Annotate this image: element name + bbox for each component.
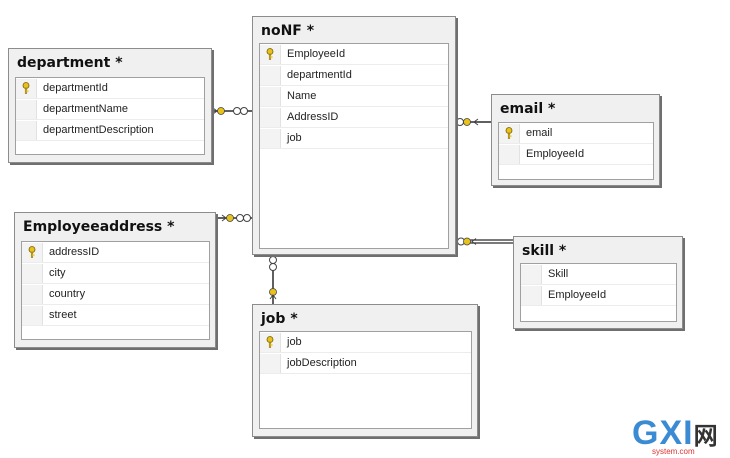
column-name: jobDescription	[287, 357, 357, 369]
infinity-endpoint-icon	[233, 107, 241, 115]
relationship-nonf-job[interactable]	[269, 255, 277, 304]
row-selector	[16, 99, 37, 119]
row-selector	[499, 144, 520, 164]
row-selector	[22, 305, 43, 325]
column-list: EmployeeId departmentId Name AddressID j…	[259, 43, 449, 249]
primary-key-icon	[16, 78, 37, 98]
row-selector	[22, 284, 43, 304]
column-row[interactable]: job	[260, 128, 448, 149]
column-name: Name	[287, 90, 317, 102]
column-name: Skill	[548, 268, 569, 280]
key-endpoint-icon	[463, 237, 471, 246]
watermark-logo: GXI网 system.com	[632, 416, 730, 456]
column-row[interactable]: street	[22, 305, 209, 326]
column-name: departmentDescription	[43, 124, 154, 136]
watermark-brand: GXI网	[632, 414, 719, 452]
row-selector	[521, 285, 542, 305]
primary-key-icon	[22, 242, 43, 262]
key-endpoint-icon	[217, 107, 225, 115]
infinity-endpoint-icon	[269, 256, 277, 264]
table-title[interactable]: noNF *	[261, 23, 315, 39]
column-row[interactable]: email	[499, 123, 653, 144]
column-name: country	[49, 288, 86, 300]
row-selector	[260, 107, 281, 127]
row-selector	[260, 353, 281, 373]
column-name: EmployeeId	[548, 289, 607, 301]
column-row[interactable]: departmentId	[260, 65, 448, 86]
key-endpoint-icon	[226, 214, 234, 222]
column-list: Skill EmployeeId	[520, 263, 677, 322]
column-name: departmentName	[43, 103, 128, 115]
column-list: job jobDescription	[259, 331, 472, 429]
row-selector	[260, 128, 281, 148]
table-title[interactable]: skill *	[522, 243, 567, 259]
column-row[interactable]: AddressID	[260, 107, 448, 128]
row-selector	[260, 86, 281, 106]
column-row[interactable]: Skill	[521, 264, 676, 285]
column-name: city	[49, 267, 66, 279]
column-row[interactable]: addressID	[22, 242, 209, 263]
column-list: addressID city country street	[21, 241, 210, 340]
table-email[interactable]: email * email EmployeeId	[491, 94, 660, 186]
table-nonf[interactable]: noNF * EmployeeId departmentId Name Addr…	[252, 16, 456, 255]
column-name: job	[287, 132, 302, 144]
row-selector	[521, 264, 542, 284]
column-row[interactable]: departmentId	[16, 78, 204, 99]
column-row[interactable]: job	[260, 332, 471, 353]
column-name: email	[526, 127, 553, 139]
primary-key-icon	[260, 44, 281, 64]
table-department[interactable]: department * departmentId departmentName…	[8, 48, 212, 163]
table-title[interactable]: Employeeaddress *	[23, 219, 175, 235]
watermark-url: system.com	[652, 447, 695, 456]
column-name: EmployeeId	[526, 148, 585, 160]
column-list: email EmployeeId	[498, 122, 654, 180]
column-name: departmentId	[43, 82, 108, 94]
column-row[interactable]: EmployeeId	[499, 144, 653, 165]
infinity-endpoint-icon	[236, 214, 244, 222]
column-name: addressID	[49, 246, 100, 258]
column-row[interactable]: jobDescription	[260, 353, 471, 374]
column-row[interactable]: EmployeeId	[521, 285, 676, 306]
primary-key-icon	[499, 123, 520, 143]
column-list: departmentId departmentName departmentDe…	[15, 77, 205, 155]
column-row[interactable]: EmployeeId	[260, 44, 448, 65]
table-job[interactable]: job * job jobDescription	[252, 304, 478, 437]
infinity-endpoint-icon	[456, 118, 464, 126]
table-employeeaddress[interactable]: Employeeaddress * addressID city country…	[14, 212, 216, 348]
table-title[interactable]: email *	[500, 101, 556, 117]
row-selector	[16, 120, 37, 140]
table-skill[interactable]: skill * Skill EmployeeId	[513, 236, 683, 329]
column-name: job	[287, 336, 302, 348]
row-selector	[22, 263, 43, 283]
relationship-department-nonf[interactable]	[206, 107, 252, 115]
primary-key-icon	[260, 332, 281, 352]
column-row[interactable]: Name	[260, 86, 448, 107]
relationship-employeeaddress-nonf[interactable]	[216, 214, 252, 222]
column-row[interactable]: city	[22, 263, 209, 284]
column-row[interactable]: departmentName	[16, 99, 204, 120]
column-row[interactable]: departmentDescription	[16, 120, 204, 141]
column-name: street	[49, 309, 77, 321]
column-name: departmentId	[287, 69, 352, 81]
column-name: AddressID	[287, 111, 339, 123]
table-title[interactable]: department *	[17, 55, 123, 71]
key-endpoint-icon	[463, 118, 471, 126]
relationship-nonf-email[interactable]	[456, 118, 491, 126]
table-title[interactable]: job *	[261, 311, 298, 327]
relationship-nonf-skill[interactable]	[456, 237, 513, 246]
row-selector	[260, 65, 281, 85]
column-name: EmployeeId	[287, 48, 346, 60]
column-row[interactable]: country	[22, 284, 209, 305]
